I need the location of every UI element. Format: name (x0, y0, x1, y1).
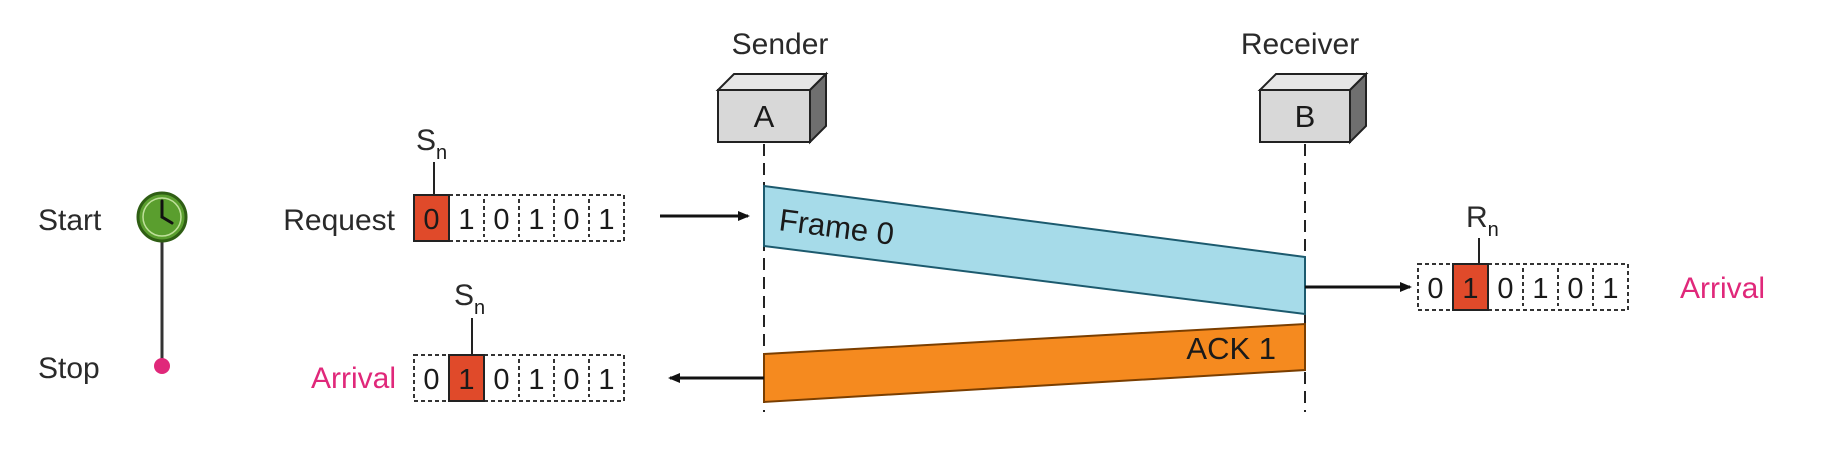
ack-pointer-sub: n (474, 297, 485, 319)
svg-text:Sn: Sn (416, 124, 447, 164)
receiver-box-letter: B (1295, 99, 1316, 134)
ack-bit: 0 (493, 364, 509, 396)
request-bit: 1 (528, 204, 544, 236)
ack-bit: 0 (563, 364, 579, 396)
request-current-slot (413, 194, 450, 242)
timer-start-label: Start (38, 204, 102, 237)
ack-bit: 1 (458, 364, 474, 396)
ack-label: ACK 1 (1186, 331, 1276, 366)
request-label: Request (283, 204, 395, 237)
receiver-pointer-main: R (1466, 201, 1488, 234)
frame-0-band (763, 184, 1306, 316)
receiver-bit: 0 (1567, 273, 1583, 305)
request-bit: 1 (458, 204, 474, 236)
timer-stop-label: Stop (38, 352, 100, 385)
ack-current-slot (448, 354, 485, 402)
receiver-bit: 1 (1532, 273, 1548, 305)
ack-window-frame (413, 354, 625, 402)
timer-stop-dot (154, 358, 170, 374)
request-window-frame (413, 194, 625, 242)
receiver-station-box: B (1257, 71, 1369, 145)
receiver-window-frame (1417, 263, 1629, 311)
ack-pointer: Sn (454, 279, 485, 356)
sender-label: Sender (732, 28, 829, 61)
request-bit: 0 (563, 204, 579, 236)
request-pointer-main: S (416, 124, 436, 157)
svg-text:Sn: Sn (454, 279, 485, 319)
receiver-label: Receiver (1241, 28, 1359, 61)
receiver-bit: 0 (1427, 273, 1443, 305)
request-bit: 0 (423, 204, 439, 236)
ack-1-band (763, 322, 1306, 404)
request-pointer: Sn (416, 124, 447, 196)
receiver-bit: 0 (1497, 273, 1513, 305)
svg-text:Rn: Rn (1466, 201, 1499, 241)
ack-pointer-main: S (454, 279, 474, 312)
ack-bit: 1 (598, 364, 614, 396)
request-bit: 0 (493, 204, 509, 236)
ack-bit: 0 (423, 364, 439, 396)
sender-box-letter: A (754, 99, 775, 134)
request-pointer-sub: n (436, 142, 447, 164)
receiver-bit: 1 (1602, 273, 1618, 305)
timer-clock-icon (136, 191, 188, 243)
receiver-arrival-label: Arrival (1680, 272, 1765, 305)
request-bit: 1 (598, 204, 614, 236)
receiver-pointer-sub: n (1488, 219, 1499, 241)
sender-station-box: A (715, 71, 829, 145)
receiver-current-slot (1452, 263, 1489, 311)
receiver-pointer: Rn (1466, 201, 1499, 266)
receiver-bit: 1 (1462, 273, 1478, 305)
ack-arrival-label: Arrival (311, 362, 396, 395)
ack-bit: 1 (528, 364, 544, 396)
